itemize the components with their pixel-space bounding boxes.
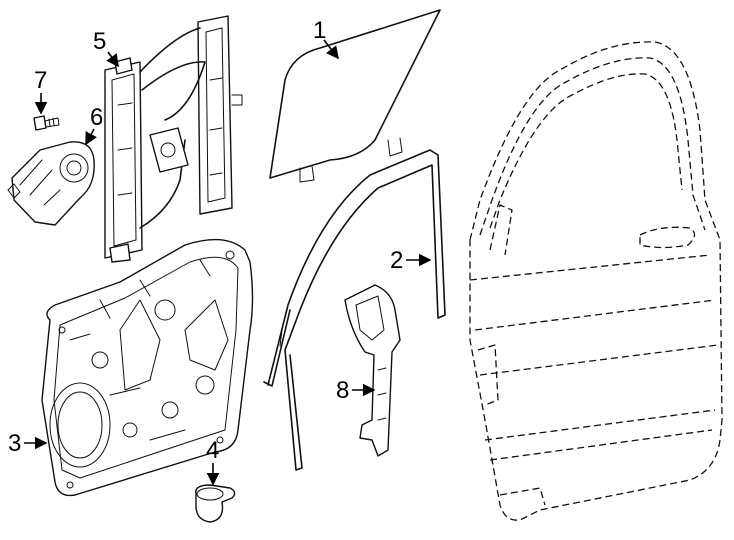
callout-8: 8 <box>336 377 376 404</box>
part-glass-run-channel <box>263 149 446 471</box>
callout-label-7: 7 <box>34 67 47 94</box>
part-door-glass <box>269 9 441 183</box>
part-window-motor <box>7 141 95 226</box>
callout-label-4: 4 <box>206 437 219 464</box>
callout-2: 2 <box>390 247 432 274</box>
callout-label-2: 2 <box>390 247 403 274</box>
part-window-regulator <box>104 15 243 263</box>
part-bolt <box>33 115 60 131</box>
callout-label-3: 3 <box>8 430 21 457</box>
door-shell-outline <box>469 41 723 521</box>
callout-label-5: 5 <box>93 28 106 55</box>
callout-5: 5 <box>93 28 119 68</box>
callout-1: 1 <box>313 17 339 60</box>
callout-4: 4 <box>206 437 220 486</box>
callout-label-1: 1 <box>313 17 326 44</box>
callout-label-6: 6 <box>90 104 103 131</box>
part-glass-guide-bracket <box>344 284 401 457</box>
callout-6: 6 <box>85 104 103 146</box>
callout-label-8: 8 <box>336 377 349 404</box>
part-door-module-panel <box>41 238 254 497</box>
part-grommet <box>195 484 236 523</box>
callout-7: 7 <box>34 67 48 115</box>
callout-3: 3 <box>8 430 48 457</box>
